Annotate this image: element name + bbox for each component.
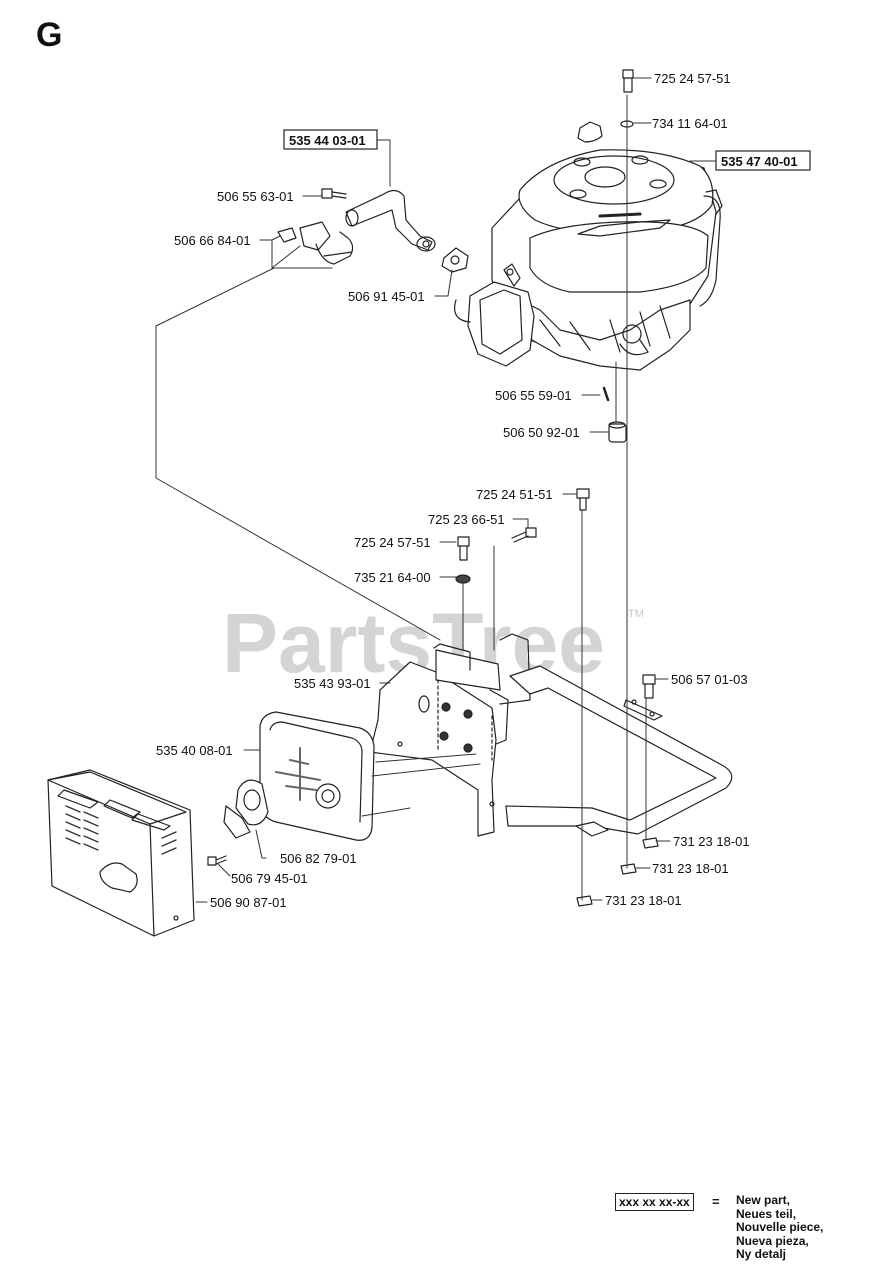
callout-731-23-18-01-c: 731 23 18-01 [605,893,682,908]
nut-731-23-18-01-b [620,863,637,875]
new-part-box-535-44-03-01 [283,129,378,150]
callout-735-21-64-00: 735 21 64-00 [354,570,431,585]
engine [454,121,723,371]
screw-506-79-45-01 [207,855,227,866]
callout-506-55-63-01: 506 55 63-01 [217,189,294,204]
nut-735-21-64-00 [455,574,471,584]
heat-shield [47,769,195,937]
callout-506-50-92-01: 506 50 92-01 [503,425,580,440]
bolt-506-55-63-01 [321,188,347,199]
legend-line-es: Nueva pieza, [736,1233,809,1248]
callout-535-44-03-01: 535 44 03-01 [289,133,366,148]
new-part-box-535-47-40-01 [715,150,811,171]
callout-731-23-18-01-a: 731 23 18-01 [673,834,750,849]
callout-506-55-59-01: 506 55 59-01 [495,388,572,403]
gasket [441,247,469,273]
muffler-bracket [369,633,531,837]
callout-725-24-57-51-top: 725 24 57-51 [654,71,731,86]
bolt-725-24-57-51-top [622,69,634,93]
callout-506-90-87-01: 506 90 87-01 [210,895,287,910]
legend-new-part-box: xxx xx xx-xx [615,1193,694,1211]
callout-535-47-40-01: 535 47 40-01 [721,154,798,169]
callout-734-11-64-01: 734 11 64-01 [652,116,728,131]
nut-731-23-18-01-c [576,895,593,907]
bolt-506-57-01-03 [642,674,656,699]
legend: xxx xx xx-xx = New part, Neues teil, Nou… [615,1191,865,1271]
callout-506-82-79-01: 506 82 79-01 [280,851,357,866]
leader-lines [155,77,716,903]
u-bolt-clamp [277,221,354,265]
legend-line-de: Neues teil, [736,1206,797,1221]
callout-506-66-84-01: 506 66 84-01 [174,233,251,248]
callout-725-24-51-51: 725 24 51-51 [476,487,553,502]
legend-equals: = [712,1194,720,1209]
legend-line-fr: Nouvelle piece, [736,1220,824,1234]
section-letter: G [36,16,63,54]
mounting-frame [505,665,733,837]
watermark-tm: TM [628,608,644,620]
callout-506-57-01-03: 506 57 01-03 [671,672,748,687]
spacer-506-50-92-01 [608,421,627,443]
nut-731-23-18-01-a [642,837,659,849]
muffler [259,711,375,841]
exhaust-pipe [345,189,436,252]
callout-725-24-57-51-mid: 725 24 57-51 [354,535,431,550]
callout-535-40-08-01: 535 40 08-01 [156,743,233,758]
callout-535-43-93-01: 535 43 93-01 [294,676,371,691]
bolt-725-23-66-51 [511,527,537,543]
exhaust-deflector [223,779,269,839]
legend-text: New part, Neues teil, Nouvelle piece, Nu… [736,1193,824,1262]
bolt-725-24-57-51-mid [457,536,470,561]
callout-731-23-18-01-b: 731 23 18-01 [652,861,729,876]
pin-506-55-59-01 [602,386,610,402]
legend-line-sv: Ny detalj [736,1247,787,1261]
bolt-725-24-51-51 [576,488,590,511]
legend-line-en: New part, [736,1193,791,1207]
callout-506-79-45-01: 506 79 45-01 [231,871,308,886]
callout-506-91-45-01: 506 91 45-01 [348,289,425,304]
callout-725-23-66-51: 725 23 66-51 [428,512,505,527]
